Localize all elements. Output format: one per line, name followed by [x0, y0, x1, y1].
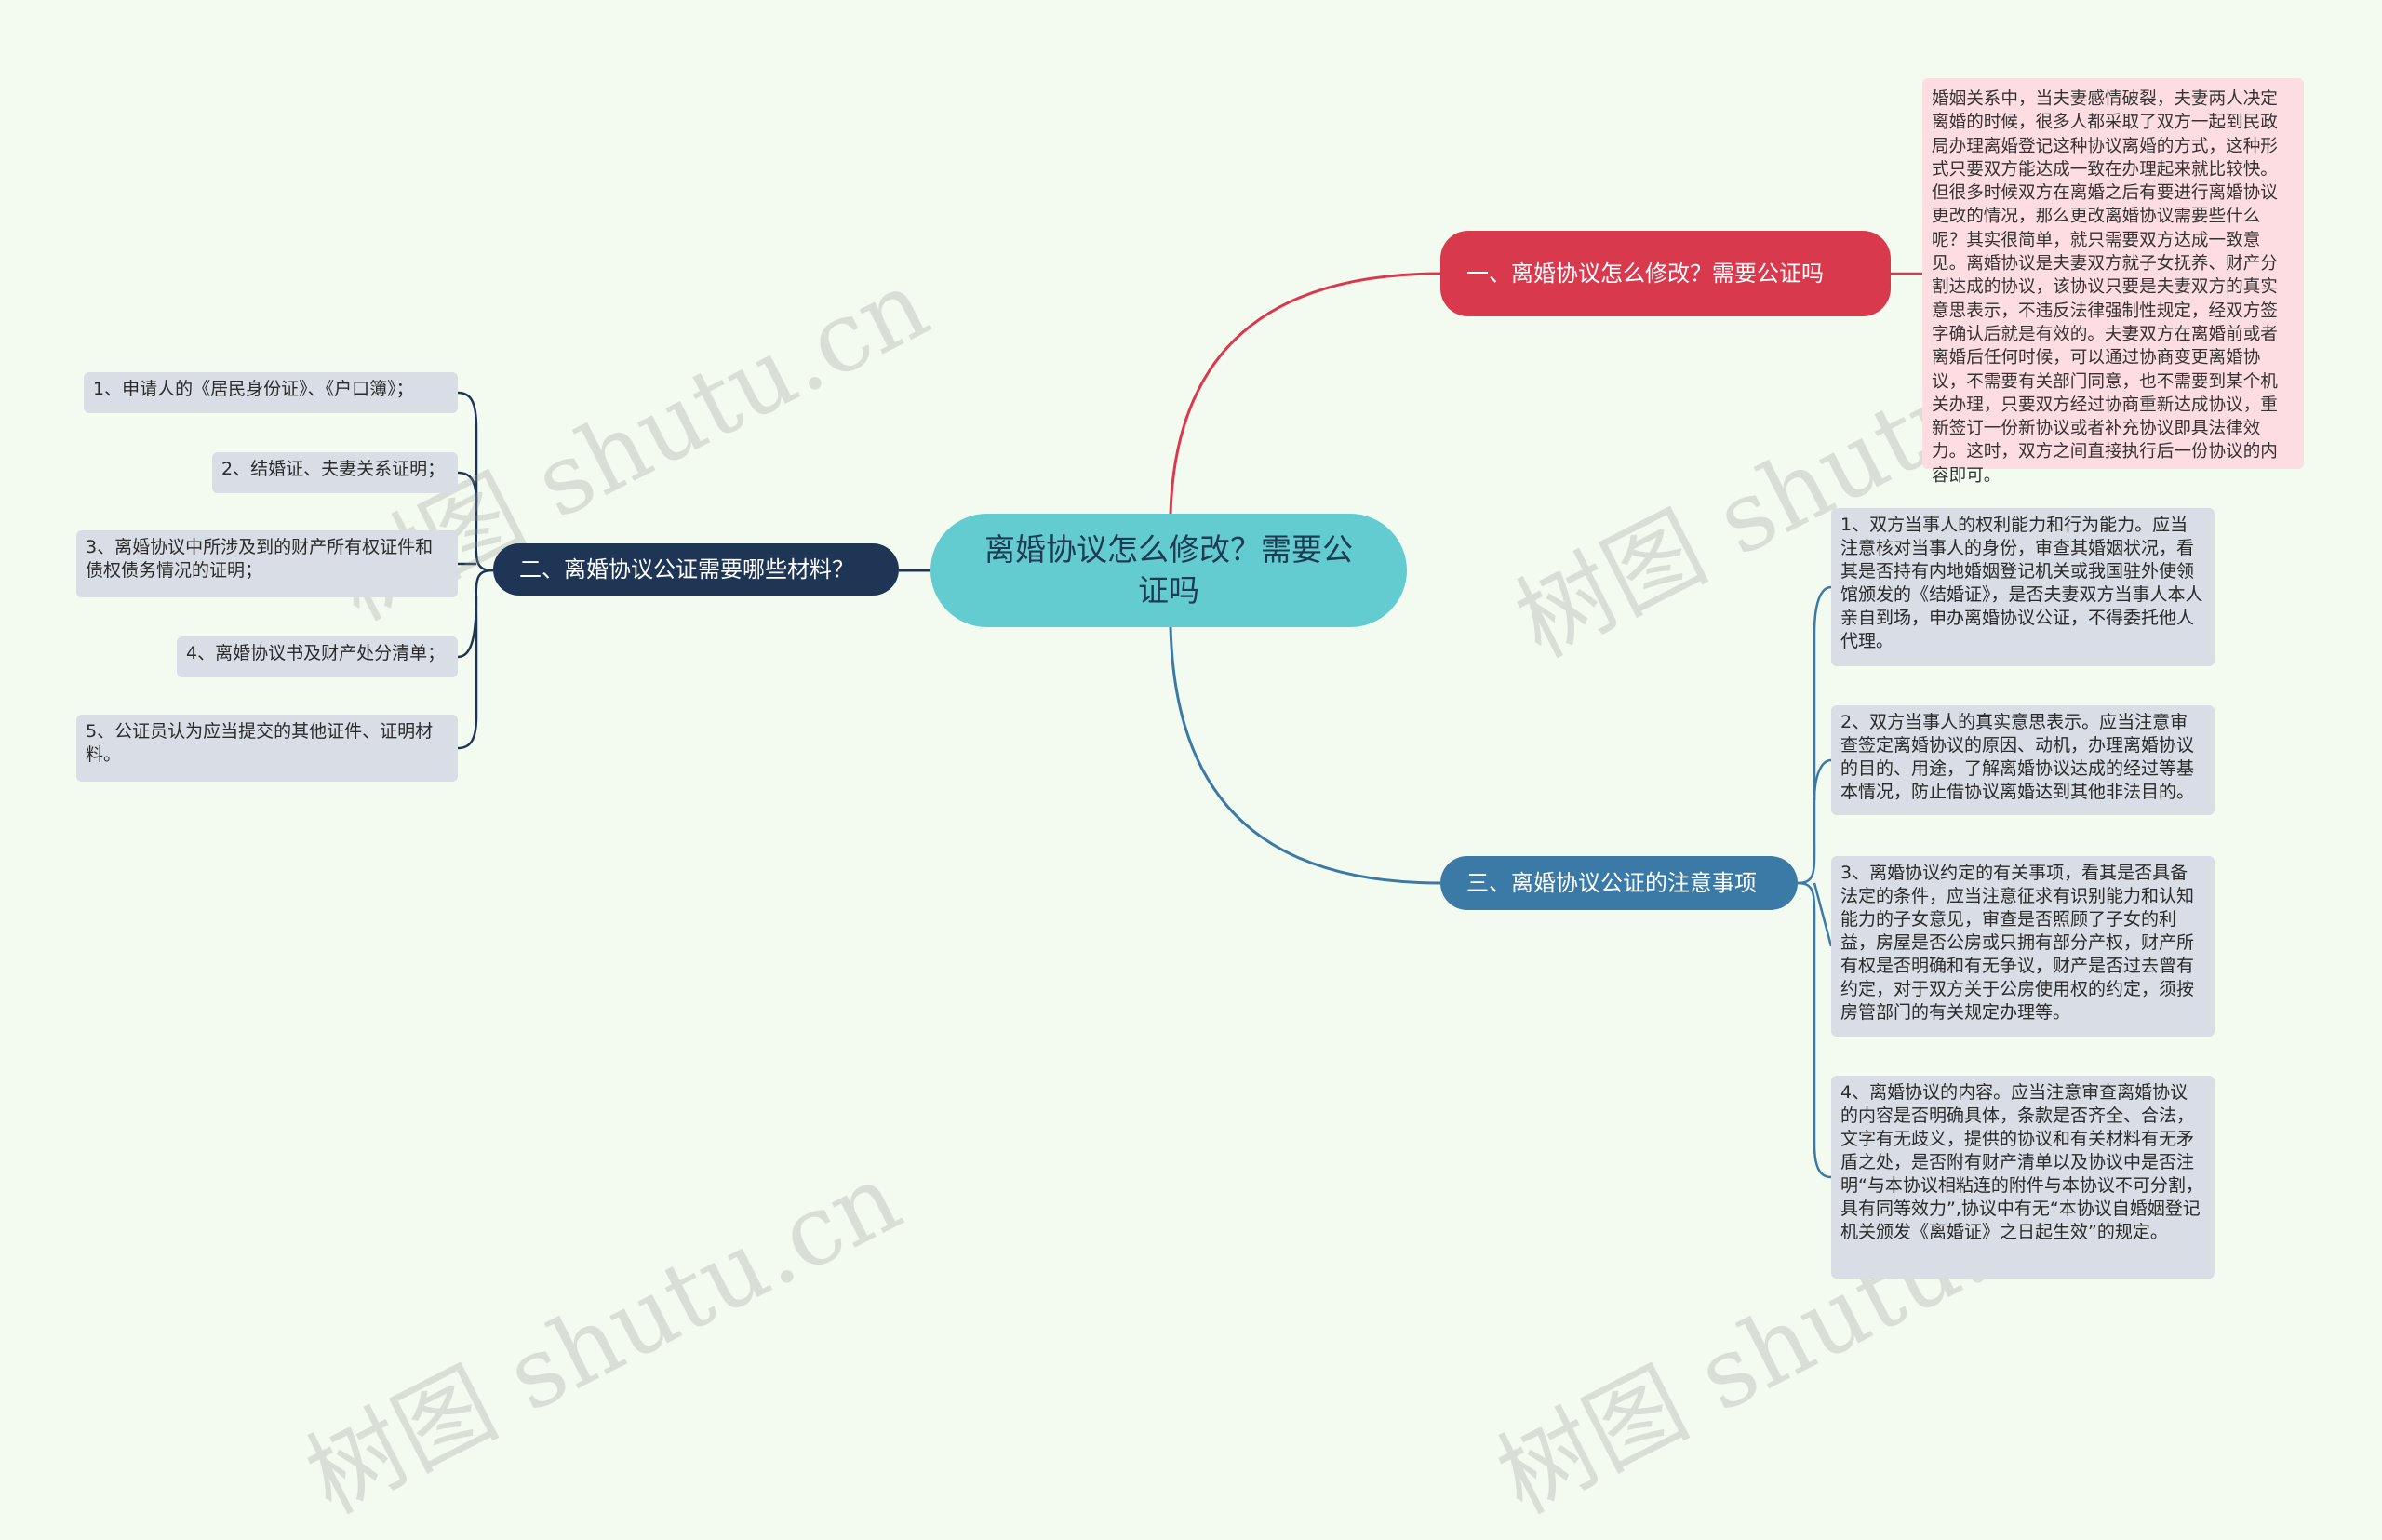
bracket-branch3 — [1797, 585, 1833, 1179]
branch-3-item-2[interactable]: 2、双方当事人的真实意思表示。应当注意审查签定离婚协议的原因、动机，办理离婚协议… — [1831, 705, 2215, 815]
connector-center-branch3 — [1169, 626, 1441, 885]
branch-3-item-4[interactable]: 4、离婚协议的内容。应当注意审查离婚协议的内容是否明确具体，条款是否齐全、合法，… — [1831, 1076, 2215, 1279]
branch-3-topic[interactable]: 三、离婚协议公证的注意事项 — [1440, 856, 1798, 910]
mindmap-canvas: 树图 shutu.cn 树图 shutu.cn 树图 shutu.cn 树图 s… — [76, 78, 2304, 1535]
branch-3-item-3[interactable]: 3、离婚协议约定的有关事项，看其是否具备法定的条件，应当注意征求有识别能力和认知… — [1831, 856, 2215, 1037]
branch-2-item-text: 3、离婚协议中所涉及到的财产所有权证件和债权债务情况的证明； — [86, 537, 434, 581]
branch-2-item-1[interactable]: 1、申请人的《居民身份证》、《户口簿》； — [84, 372, 458, 413]
branch-2-item-2[interactable]: 2、结婚证、夫妻关系证明； — [212, 452, 458, 493]
branch-3-item-text: 1、双方当事人的权利能力和行为能力。应当注意核对当事人的身份，审查其婚姻状况，看… — [1840, 515, 2203, 651]
branch-2-topic[interactable]: 二、离婚协议公证需要哪些材料？ — [493, 543, 899, 596]
branch-3-item-text: 4、离婚协议的内容。应当注意审查离婚协议的内容是否明确具体，条款是否齐全、合法，… — [1840, 1082, 2203, 1242]
center-topic-text: 离婚协议怎么修改？需要公证吗 — [984, 531, 1353, 609]
branch-2-item-text: 2、结婚证、夫妻关系证明； — [221, 459, 446, 479]
branch-2-item-text: 4、离婚协议书及财产处分清单； — [186, 643, 446, 663]
branch-3-item-text: 3、离婚协议约定的有关事项，看其是否具备法定的条件，应当注意征求有识别能力和认知… — [1840, 863, 2195, 1023]
branch-2-item-3[interactable]: 3、离婚协议中所涉及到的财产所有权证件和债权债务情况的证明； — [76, 530, 458, 597]
branch-2-item-5[interactable]: 5、公证员认为应当提交的其他证件、证明材料。 — [76, 715, 458, 782]
branch-3-item-text: 2、双方当事人的真实意思表示。应当注意审查签定离婚协议的原因、动机，办理离婚协议… — [1840, 712, 2195, 802]
branch-1-detail-text: 婚姻关系中，当夫妻感情破裂，夫妻两人决定离婚的时候，很多人都采取了双方一起到民政… — [1932, 89, 2278, 486]
branch-3-item-1[interactable]: 1、双方当事人的权利能力和行为能力。应当注意核对当事人的身份，审查其婚姻状况，看… — [1831, 508, 2215, 666]
branch-2-item-text: 5、公证员认为应当提交的其他证件、证明材料。 — [86, 721, 434, 765]
branch-3-title: 三、离婚协议公证的注意事项 — [1466, 870, 1757, 896]
branch-1-topic[interactable]: 一、离婚协议怎么修改？需要公证吗 — [1440, 231, 1891, 316]
branch-1-detail-note[interactable]: 婚姻关系中，当夫妻感情破裂，夫妻两人决定离婚的时候，很多人都采取了双方一起到民政… — [1922, 78, 2304, 486]
bracket-branch2 — [457, 391, 494, 750]
branch-2-item-4[interactable]: 4、离婚协议书及财产处分清单； — [177, 636, 458, 677]
connector-lines — [457, 272, 1922, 1179]
center-topic[interactable]: 离婚协议怎么修改？需要公证吗 — [930, 514, 1407, 627]
branch-1-title: 一、离婚协议怎么修改？需要公证吗 — [1466, 261, 1824, 287]
branch-2-item-text: 1、申请人的《居民身份证》、《户口簿》； — [93, 379, 414, 399]
connector-center-branch1 — [1169, 272, 1441, 515]
branch-2-title: 二、离婚协议公证需要哪些材料？ — [519, 556, 854, 583]
